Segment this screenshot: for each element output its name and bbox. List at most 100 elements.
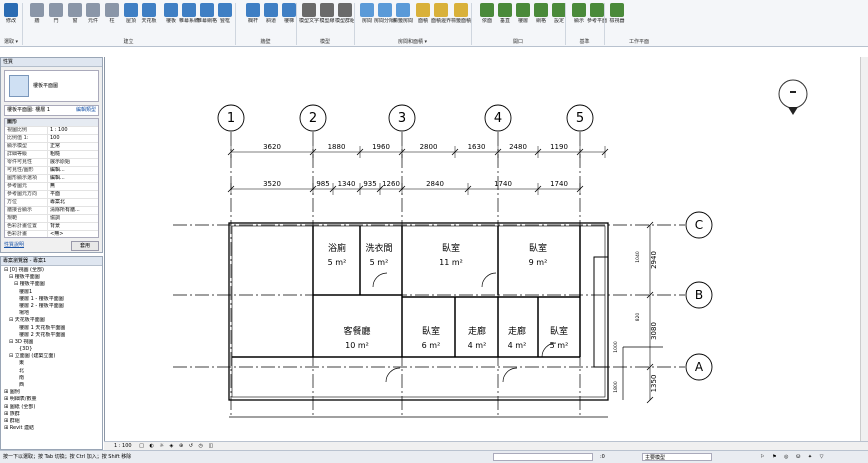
ribbon-tool[interactable]: 帷幕網格 [196, 2, 218, 34]
instance-filter[interactable]: 樓板平面圖: 樓層 1 編輯類型 [4, 105, 99, 116]
viewcube-icon[interactable] [778, 79, 808, 115]
property-row[interactable]: 方位專案北 [5, 199, 98, 207]
property-row[interactable]: 顯示模型正常 [5, 143, 98, 151]
browser-tree-item[interactable]: 樓層1 [19, 288, 33, 295]
property-row[interactable]: 詳細等級粗糙 [5, 151, 98, 159]
ribbon-tool[interactable]: 垂直 [494, 2, 516, 34]
property-value[interactable]: 展示原始 [47, 159, 98, 166]
ribbon-tool[interactable]: 欄杆 [242, 2, 264, 34]
ribbon-tool[interactable]: 標籤房間 [392, 2, 414, 34]
panel-select[interactable]: 選取 ▾ [3, 39, 19, 45]
property-value[interactable]: 100 [47, 135, 98, 142]
ribbon-tool[interactable]: 豎框 [214, 2, 236, 34]
browser-tree-item[interactable]: 場地 [19, 310, 30, 317]
browser-tree-item[interactable]: 北 [19, 367, 25, 374]
browser-tree-item[interactable]: 樓層 2 天花板平面圖 [19, 331, 66, 338]
view-scale[interactable]: 1 : 100 [114, 443, 132, 449]
property-row[interactable]: 參考圖元無 [5, 183, 98, 191]
property-row[interactable]: 色彩計畫位置背景 [5, 223, 98, 231]
browser-tree-item[interactable]: 西 [19, 382, 25, 388]
browser-tree-item[interactable]: 樓層 1 - 樓板平面圖 [19, 295, 64, 302]
browser-tree-item[interactable]: ⊞ Revit 連結 [4, 425, 35, 432]
property-value[interactable]: 編輯... [47, 175, 98, 182]
property-row[interactable]: 可見性/圖形編輯... [5, 167, 98, 175]
panel-room-area[interactable]: 房間和面積 ▾ [397, 39, 428, 45]
property-value[interactable]: <無> [47, 231, 98, 237]
browser-tree-item[interactable]: ⊞ 族群 [4, 410, 20, 417]
status-filter-icons[interactable]: ⚐ ⚑ ◎ ⛁ ✦ ▽ [760, 454, 827, 460]
ribbon-tool[interactable]: 設定 [548, 2, 570, 34]
ribbon-tool[interactable]: 面積邊界 [430, 2, 452, 34]
ribbon-tool[interactable]: 房間分隔線 [374, 2, 396, 34]
browser-tree-item[interactable]: 東 [19, 360, 25, 367]
ribbon-tool[interactable]: 斜道 [260, 2, 282, 34]
ribbon-tool[interactable]: 模型線 [316, 2, 338, 34]
browser-tree-item[interactable]: 樓層 1 天花板平面圖 [19, 324, 66, 331]
browser-tree-item[interactable]: ⊟ 樓板平面圖 [9, 274, 40, 281]
ribbon-tool[interactable]: 柱 [101, 2, 123, 34]
ribbon-tool[interactable]: 顯示 [568, 2, 590, 34]
ribbon-tool[interactable]: 元件 [82, 2, 104, 34]
property-row[interactable]: 參考圖元方向平面 [5, 191, 98, 199]
browser-tree-item[interactable]: ⊟ [0] 視圖 (全部) [4, 267, 44, 273]
view-control-icons[interactable]: □ ◐ ☼ ◈ ⊕ ↺ ◷ ◫ [139, 443, 216, 449]
property-value[interactable]: 1 : 100 [47, 127, 98, 134]
ribbon-tool[interactable]: 面積 [412, 2, 434, 34]
browser-tree-item[interactable]: ⊟ 立面圖 (建築立面) [9, 353, 56, 360]
browser-tree-item[interactable]: ⊞ 圖例 [4, 389, 20, 396]
ribbon-tool[interactable]: 門 [45, 2, 67, 34]
property-row[interactable]: 圖形顯示選項編輯... [5, 175, 98, 183]
property-row[interactable]: 色彩計畫<無> [5, 231, 98, 237]
property-value[interactable]: 粗糙 [47, 151, 98, 158]
apply-button[interactable]: 套用 [71, 241, 99, 251]
browser-tree-item[interactable]: 南 [19, 374, 25, 381]
browser-tree-item[interactable]: ⊞ 明細表/數量 [4, 396, 37, 403]
property-value[interactable]: 協調 [47, 215, 98, 222]
ribbon-tool[interactable]: 依面 [476, 2, 498, 34]
ribbon-tool[interactable]: 模型群組 [334, 2, 356, 34]
ribbon-tool[interactable]: 網格 [530, 2, 552, 34]
edit-type-button[interactable]: 編輯類型 [75, 107, 96, 113]
browser-tree-item[interactable]: {3D} [19, 346, 33, 353]
browser-tree-item[interactable]: ⊟ 樓板平面圖 [14, 281, 45, 288]
browser-tree-item[interactable]: 樓層 2 - 樓板平面圖 [19, 302, 64, 309]
design-option-dropdown[interactable]: 主要模型 [642, 453, 712, 461]
ribbon-tool[interactable]: 天花板 [138, 2, 160, 34]
ribbon-tool[interactable]: 參考平面 [586, 2, 608, 34]
property-value[interactable]: 無 [47, 183, 98, 190]
ribbon-tool[interactable]: 窗 [64, 2, 86, 34]
browser-tree-item[interactable]: ⊟ 天花板平面圖 [9, 317, 45, 324]
browser-tree-item[interactable]: ⊞ 圖紙 (全部) [4, 403, 36, 410]
dimension-text: 3080 [650, 322, 658, 340]
property-value[interactable]: 背景 [47, 223, 98, 230]
browser-tree-item[interactable]: ⊟ 3D 視圖 [9, 338, 34, 345]
workset-dropdown[interactable] [493, 453, 593, 461]
property-value[interactable]: 專案北 [47, 199, 98, 206]
ribbon-tool[interactable]: 標籤面積 [450, 2, 472, 34]
browser-tree-item[interactable]: ⊞ 群組 [4, 417, 20, 424]
properties-help-link[interactable]: 性質說明 [4, 242, 25, 248]
ribbon-tool[interactable]: 檢視器 [606, 2, 628, 34]
ribbon-tool-label: 樓梯 [283, 18, 294, 24]
property-row[interactable]: 牆接合顯示清除所有牆... [5, 207, 98, 215]
property-value[interactable]: 平面 [47, 191, 98, 198]
property-row[interactable]: 比例值 1:100 [5, 135, 98, 143]
ribbon-tool[interactable]: 屋頂 [120, 2, 142, 34]
vertical-scrollbar[interactable] [860, 57, 868, 441]
ribbon-tool[interactable]: 樓梯 [278, 2, 300, 34]
ribbon-tool[interactable]: 樓板 [160, 2, 182, 34]
ribbon-tool[interactable]: 牆 [26, 2, 48, 34]
property-value[interactable]: 編輯... [47, 167, 98, 174]
property-row[interactable]: 零件可見性展示原始 [5, 159, 98, 167]
ribbon-tool[interactable]: 修改 [0, 2, 22, 34]
property-value[interactable]: 清除所有牆... [47, 207, 98, 214]
ribbon-tool[interactable]: 帷幕系統 [178, 2, 200, 34]
ribbon-tool[interactable]: 房間 [356, 2, 378, 34]
ribbon-tool[interactable]: 模型文字 [298, 2, 320, 34]
property-row[interactable]: 規範協調 [5, 215, 98, 223]
ribbon-tool[interactable]: 樓層 [512, 2, 534, 34]
property-value[interactable]: 正常 [47, 143, 98, 150]
type-selector[interactable]: 樓板平面圖 [4, 70, 99, 102]
